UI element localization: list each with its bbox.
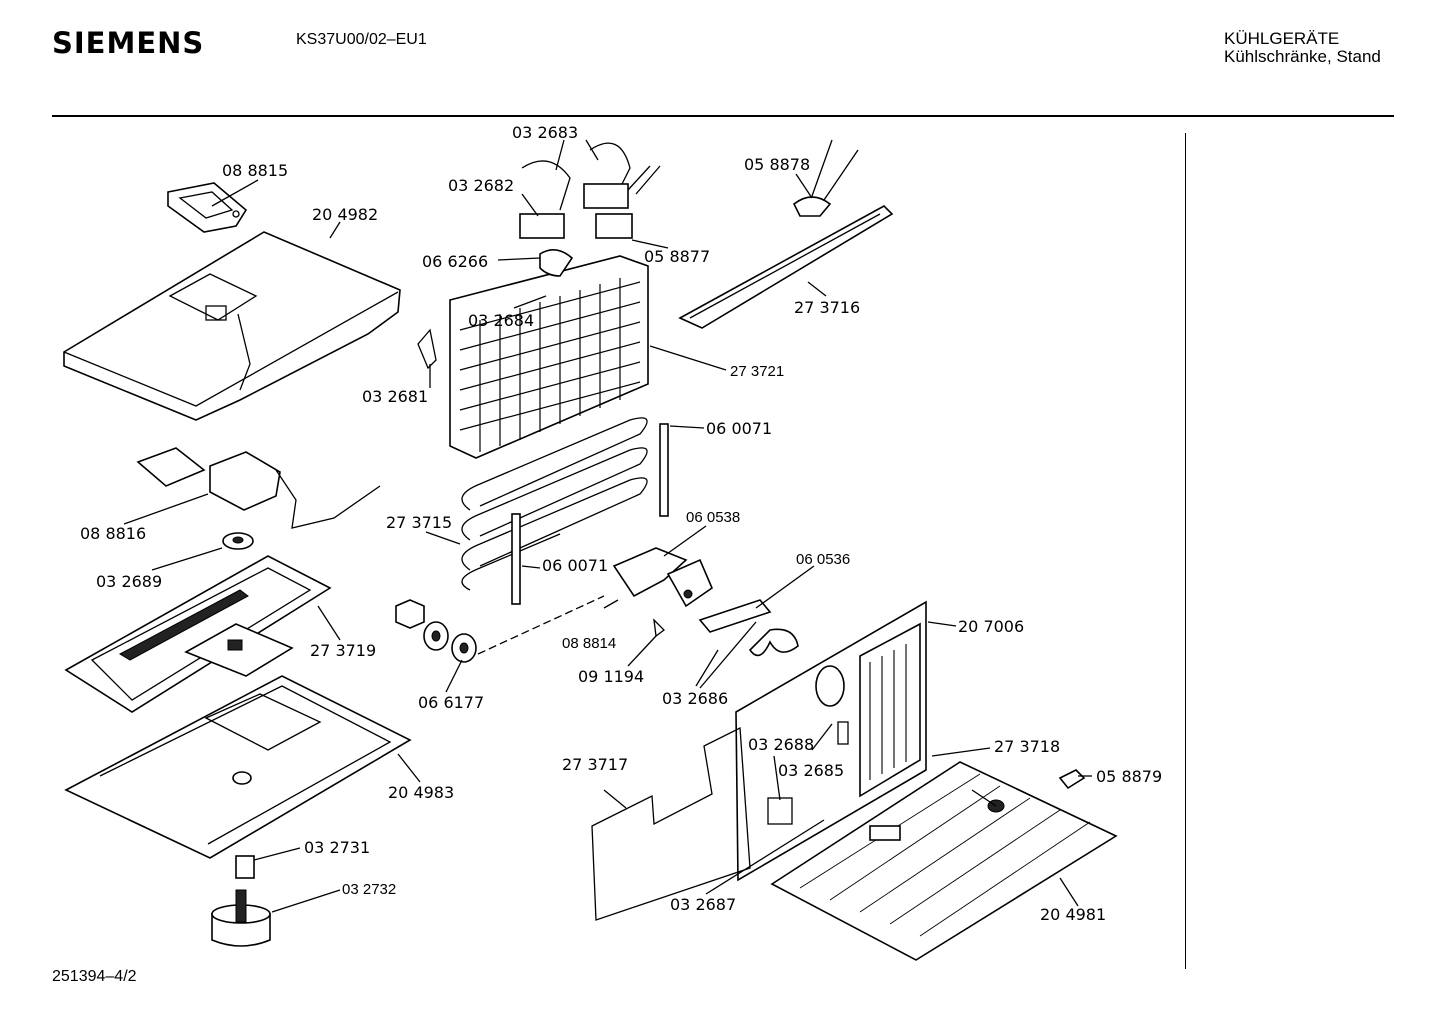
part-label: 03 2686 — [662, 689, 728, 708]
air-duct-panel-drawing — [735, 600, 927, 882]
part-label: 03 2685 — [778, 761, 844, 780]
part-label: 05 8877 — [644, 247, 710, 266]
part-label: 05 8878 — [744, 155, 810, 174]
light-bulb-socket-drawing — [211, 855, 271, 947]
sealing-strips-drawing — [511, 423, 669, 605]
part-label: 06 0538 — [686, 509, 740, 526]
part-label: 03 2684 — [468, 311, 534, 330]
leader-lines — [123, 139, 1092, 913]
part-label: 27 3718 — [994, 737, 1060, 756]
insulation-panel-drawing — [591, 726, 751, 921]
part-label: 03 2688 — [748, 735, 814, 754]
light-cover-strip-drawing — [678, 205, 894, 329]
part-label: 03 2689 — [96, 572, 162, 591]
part-label: 03 2681 — [362, 387, 428, 406]
part-label: 20 4982 — [312, 205, 378, 224]
part-label: 03 2682 — [448, 176, 514, 195]
part-label: 09 1194 — [578, 667, 644, 686]
heater-coil-drawing — [461, 417, 648, 591]
part-labels: 08 8815 20 4982 03 2683 03 2682 05 8878 … — [80, 123, 1162, 924]
bottom-cover-panel-drawing — [64, 675, 412, 859]
side-divider — [1185, 133, 1186, 969]
evaporator-drawing — [449, 255, 649, 459]
part-label: 06 0536 — [796, 551, 850, 568]
part-label: 03 2687 — [670, 895, 736, 914]
part-label: 03 2732 — [342, 881, 396, 898]
part-label: 20 4981 — [1040, 905, 1106, 924]
category-title: KÜHLGERÄTE — [1224, 29, 1340, 48]
part-label: 03 2731 — [304, 838, 370, 857]
nuts-and-washers-drawing — [395, 595, 605, 663]
part-label: 27 3716 — [794, 298, 860, 317]
part-label: 27 3719 — [310, 641, 376, 660]
part-label: 06 0071 — [542, 556, 608, 575]
part-label: 05 8879 — [1096, 767, 1162, 786]
fixing-screw-drawing — [971, 769, 1086, 813]
wire-clips-drawing — [417, 142, 661, 370]
part-label: 06 0071 — [706, 419, 772, 438]
part-label: 03 2683 — [512, 123, 578, 142]
part-label: 20 4983 — [388, 783, 454, 802]
part-label: 20 7006 — [958, 617, 1024, 636]
part-label: 27 3721 — [730, 363, 784, 380]
drip-tray-drawing — [64, 555, 332, 713]
part-label: 08 8815 — [222, 161, 288, 180]
document-number: 251394–4/2 — [52, 968, 137, 985]
part-label: 06 6266 — [422, 252, 488, 271]
lamp-switch-cover-drawing — [167, 182, 248, 233]
brand-logo: SIEMENS — [52, 26, 205, 60]
part-label: 27 3715 — [386, 513, 452, 532]
temperature-sensor-drawing — [792, 139, 859, 217]
thermostat-drawing — [136, 447, 381, 529]
part-label: 06 6177 — [418, 693, 484, 712]
part-label: 08 8816 — [80, 524, 146, 543]
glass-shelf-drawing — [770, 761, 1118, 961]
fan-motor-drawing — [612, 547, 799, 657]
model-number: KS37U00/02–EU1 — [296, 31, 427, 48]
part-label: 27 3717 — [562, 755, 628, 774]
category-subtitle: Kühlschränke, Stand — [1224, 47, 1381, 66]
part-label: 08 8814 — [562, 635, 616, 652]
knob-cap-drawing — [222, 532, 254, 550]
top-cover-panel-drawing — [63, 231, 401, 421]
header-divider — [52, 115, 1394, 117]
